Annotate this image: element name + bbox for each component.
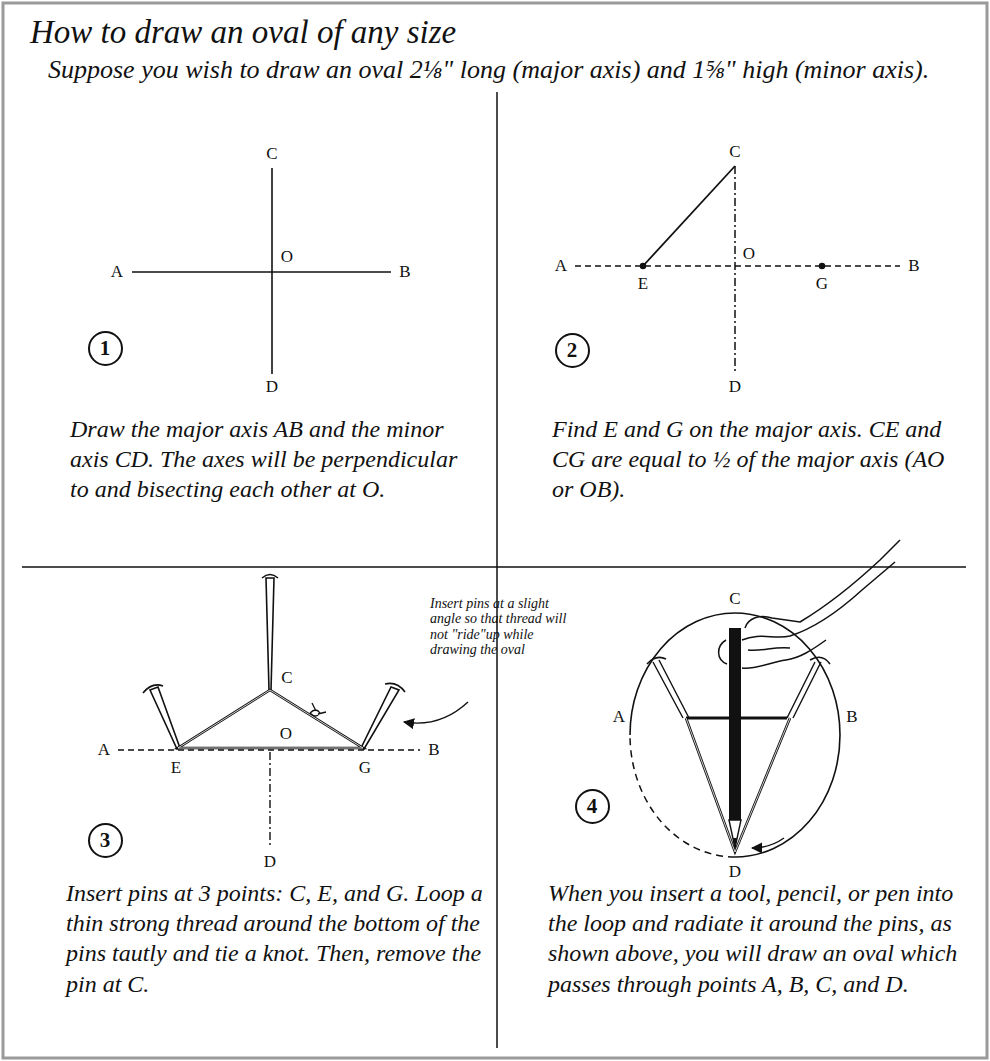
point-letter: D (264, 377, 280, 397)
title: How to draw an oval of any size (30, 14, 456, 51)
step-caption: When you insert a tool, pencil, or pen i… (548, 878, 968, 999)
point-letter: O (278, 724, 294, 744)
point-letter: E (636, 274, 650, 294)
point-letter: C (727, 589, 742, 609)
step-number: 1 (88, 331, 123, 366)
point-letter: D (727, 862, 743, 882)
frame (3, 3, 987, 1058)
step-caption: Insert pins at 3 points: C, E, and G. Lo… (66, 878, 486, 999)
point-letter: E (169, 758, 183, 778)
step-number: 3 (88, 823, 123, 858)
axes-2 (575, 166, 900, 374)
divider (22, 566, 966, 568)
step-number: 4 (575, 789, 610, 824)
point-letter: G (357, 758, 373, 778)
point-letter: B (844, 707, 859, 727)
step-number-text: 2 (567, 338, 578, 363)
point-letter: D (262, 852, 278, 872)
point-letter: B (426, 740, 441, 760)
axes-1 (132, 168, 391, 374)
point-letter: C (264, 144, 279, 164)
step-number-text: 3 (100, 828, 111, 853)
point-letter: A (109, 262, 125, 282)
intro-text: Suppose you wish to draw an oval 2⅛" lon… (30, 54, 960, 85)
step-number-text: 4 (587, 794, 598, 819)
point-letter: G (814, 274, 830, 294)
point-letter: A (611, 707, 627, 727)
point-letter: A (96, 740, 112, 760)
oval-4 (630, 540, 900, 857)
point-letter: A (553, 256, 569, 276)
pins-3 (118, 575, 468, 849)
step-number: 2 (555, 333, 590, 368)
step-number-text: 1 (100, 336, 111, 361)
point-letter: D (727, 377, 743, 397)
point-letter: B (906, 256, 921, 276)
point-letter: O (279, 247, 295, 267)
point-letter: O (741, 244, 757, 264)
point-letter: C (279, 668, 294, 688)
point-letter: B (397, 262, 412, 282)
point-letter: C (727, 142, 742, 162)
step-caption: Draw the major axis AB and the minor axi… (70, 414, 480, 505)
divider (496, 92, 498, 1048)
note-text: Insert pins at a slight angle so that th… (430, 596, 570, 658)
step-caption: Find E and G on the major axis. CE and C… (552, 414, 962, 505)
